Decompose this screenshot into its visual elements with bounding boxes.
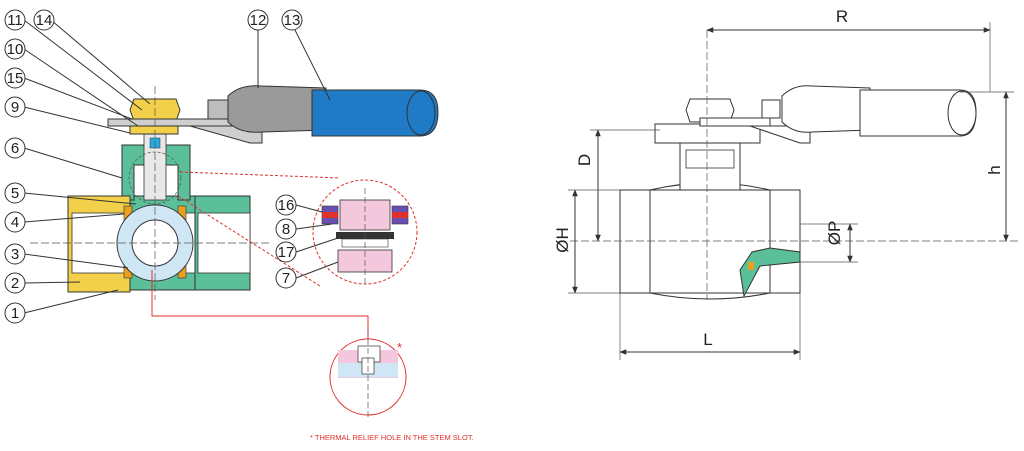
callout-17: 17 (275, 241, 297, 263)
callout-11: 11 (4, 9, 26, 31)
svg-text:16: 16 (278, 197, 295, 214)
callout-3: 3 (4, 243, 26, 265)
svg-text:ØH: ØH (553, 227, 572, 253)
detail-marker: * (397, 340, 402, 355)
outline-view: R h D ØH ØP L (553, 7, 1018, 360)
sectional-view: * * THERMAL RELIEF HOLE IN THE STEM SLOT… (4, 9, 474, 442)
callout-6: 6 (4, 137, 26, 159)
callout-5: 5 (4, 182, 26, 204)
callout-15: 15 (4, 67, 26, 89)
dim-L: L (619, 293, 801, 360)
svg-text:9: 9 (11, 99, 19, 116)
callout-16: 16 (275, 194, 297, 216)
dim-OH: ØH (553, 189, 620, 294)
callout-12: 12 (247, 9, 269, 31)
outline-gland (654, 123, 761, 144)
svg-text:ØP: ØP (825, 221, 844, 246)
outline-lever (699, 117, 771, 127)
callout-9: 9 (4, 96, 26, 118)
outline-neck (679, 142, 741, 191)
svg-text:5: 5 (11, 185, 19, 202)
callout-4: 4 (4, 211, 26, 233)
svg-text:13: 13 (284, 12, 301, 29)
svg-text:R: R (836, 7, 848, 26)
svg-text:17: 17 (278, 244, 295, 261)
dim-R: R (706, 7, 991, 92)
svg-text:11: 11 (7, 12, 23, 29)
svg-text:1: 1 (11, 305, 19, 322)
svg-text:6: 6 (11, 140, 19, 157)
dim-OP: ØP (800, 221, 858, 263)
dim-D: D (575, 129, 660, 242)
svg-text:3: 3 (11, 246, 19, 263)
svg-text:15: 15 (7, 70, 24, 87)
callout-2: 2 (4, 272, 26, 294)
callout-8: 8 (275, 218, 297, 240)
svg-text:10: 10 (7, 41, 24, 58)
outline-handle-tube (781, 85, 871, 133)
svg-text:12: 12 (250, 12, 267, 29)
callout-14: 14 (33, 9, 55, 31)
callout-10: 10 (4, 38, 26, 60)
thermal-relief-note: * THERMAL RELIEF HOLE IN THE STEM SLOT. (310, 433, 474, 442)
handle-tube (227, 85, 327, 133)
outline-cutaway (739, 247, 801, 298)
svg-text:h: h (985, 165, 1004, 174)
svg-text:14: 14 (36, 12, 53, 29)
svg-text:7: 7 (282, 270, 290, 287)
svg-text:4: 4 (11, 214, 19, 231)
svg-text:2: 2 (11, 275, 19, 292)
callout-7: 7 (275, 267, 297, 289)
handle-grip (311, 89, 439, 137)
callout-13: 13 (281, 9, 303, 31)
dim-h: h (960, 91, 1014, 242)
callout-1: 1 (4, 302, 26, 324)
svg-text:D: D (575, 154, 594, 166)
svg-text:L: L (703, 330, 712, 349)
svg-text:8: 8 (282, 221, 290, 238)
